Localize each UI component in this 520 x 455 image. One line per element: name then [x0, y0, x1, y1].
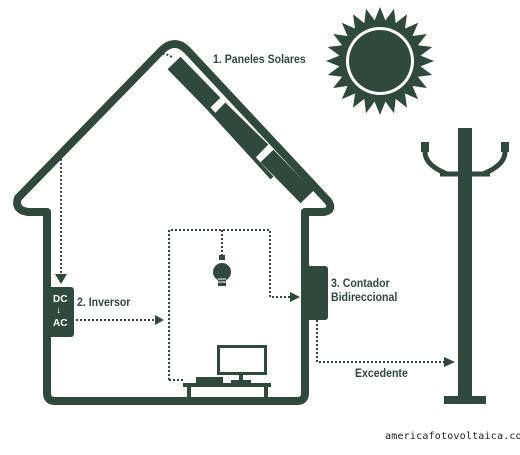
panel-3: [260, 149, 314, 204]
panel-1: [167, 56, 221, 111]
solar-panels: [167, 56, 314, 204]
arrow-to-meter: [290, 292, 300, 302]
label-meter-line2: Bidireccional: [331, 290, 398, 304]
wire-house-circuit: [168, 229, 293, 380]
house-outline: [13, 40, 335, 405]
inverter-arrow-icon: ↓: [56, 305, 61, 316]
label-panels: 1. Paneles Solares: [213, 52, 306, 66]
label-inverter: 2. Inversor: [77, 295, 131, 309]
label-excess: Excedente: [355, 366, 408, 380]
inverter-ac-label: AC: [53, 318, 68, 329]
arrow-to-inverter: [55, 274, 67, 284]
table-icon: [183, 383, 271, 400]
site-credit: americafotovoltaica.com: [385, 431, 520, 442]
utility-pole-icon: [421, 128, 509, 404]
panel-2: [212, 102, 269, 158]
label-meter-line1: 3. Contador: [331, 276, 390, 290]
arrow-to-grid: [444, 357, 455, 367]
inverter-dc-label: DC: [53, 294, 68, 305]
inverter-box: [48, 287, 74, 337]
arrow-to-house: [155, 315, 164, 325]
wire-panels-to-inverter: [60, 52, 173, 275]
meter-box: [304, 266, 328, 320]
sun-disk: [349, 30, 411, 92]
lamp-icon: [213, 255, 231, 286]
tv-icon: [196, 345, 267, 383]
wire-meter-to-grid: [316, 320, 446, 363]
